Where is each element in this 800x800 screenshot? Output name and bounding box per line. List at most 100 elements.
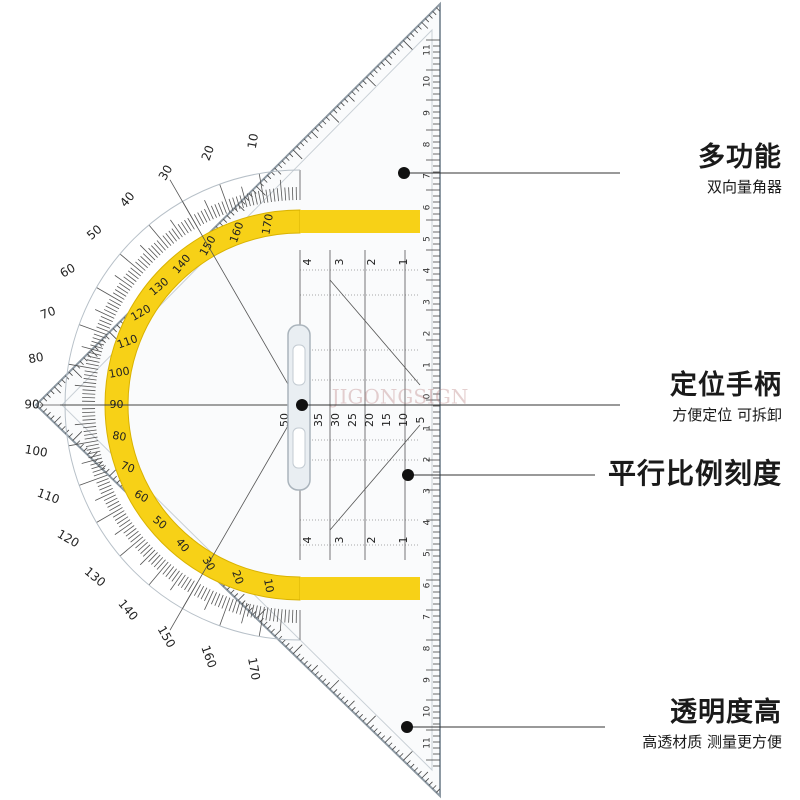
protractor-tick xyxy=(165,566,175,578)
callout-title: 多功能 xyxy=(698,142,782,173)
protractor-tick xyxy=(153,242,164,253)
edge-tick xyxy=(311,665,319,672)
edge-tick xyxy=(414,29,419,34)
edge-tick xyxy=(90,451,98,459)
edge-tick xyxy=(300,142,305,147)
protractor-tick xyxy=(112,510,125,518)
protractor-tick xyxy=(170,572,183,591)
edge-tick xyxy=(230,589,235,594)
outer-angle-label: 150 xyxy=(155,623,179,650)
edge-tick xyxy=(318,124,323,129)
edge-tick xyxy=(303,660,308,665)
ruler-number: 1 xyxy=(423,362,433,368)
ruler-number: 2 xyxy=(423,457,433,463)
protractor-tick xyxy=(148,224,169,249)
edge-tick xyxy=(329,679,340,690)
edge-tick xyxy=(72,368,83,378)
protractor-tick xyxy=(130,533,141,543)
protractor-tick xyxy=(232,599,238,613)
protractor-tick xyxy=(92,337,106,343)
edge-tick xyxy=(105,468,110,473)
edge-tick xyxy=(384,736,392,743)
protractor-tick xyxy=(258,606,265,637)
edge-tick xyxy=(417,770,422,775)
grid-bottom-number: 1 xyxy=(397,537,410,544)
protractor-tick xyxy=(68,363,99,370)
protractor-tick xyxy=(221,201,227,214)
protractor-tick xyxy=(135,261,146,271)
edge-tick xyxy=(406,760,411,765)
protractor-tick xyxy=(125,528,137,537)
edge-tick xyxy=(399,753,404,758)
edge-tick xyxy=(395,47,400,52)
protractor-tick xyxy=(79,324,108,336)
protractor-tick xyxy=(148,247,158,258)
protractor-label: 170 xyxy=(259,213,275,236)
edge-tick xyxy=(362,80,367,85)
protractor-tick xyxy=(95,309,115,319)
protractor-tick xyxy=(217,594,224,608)
edge-tick xyxy=(395,749,400,754)
ruler-number: 6 xyxy=(423,204,433,210)
edge-tick xyxy=(351,91,356,96)
protractor-label: 60 xyxy=(132,487,151,505)
protractor-label: 10 xyxy=(261,578,276,594)
callout-subtitle: 方便定位 可拆卸 xyxy=(672,406,782,424)
protractor-tick xyxy=(97,481,111,488)
edge-tick xyxy=(223,218,228,223)
protractor-tick xyxy=(214,204,221,217)
edge-tick xyxy=(68,371,73,376)
edge-tick xyxy=(406,36,411,41)
edge-tick xyxy=(391,51,397,56)
edge-tick xyxy=(94,346,99,351)
grid-top-number: 1 xyxy=(397,259,410,266)
ruler-number: 4 xyxy=(423,267,433,273)
radial-guide xyxy=(169,404,301,631)
grid-middle-number: 10 xyxy=(397,413,410,427)
protractor-tick xyxy=(103,309,116,316)
edge-tick xyxy=(329,113,340,123)
edge-tick xyxy=(230,211,235,216)
ruler-number: 8 xyxy=(423,645,433,651)
grid-top-number: 4 xyxy=(301,259,314,266)
protractor-tick xyxy=(239,195,244,209)
protractor-tick xyxy=(210,205,217,218)
edge-tick xyxy=(425,18,430,23)
grid-middle-number: 20 xyxy=(363,413,376,427)
protractor-tick xyxy=(107,302,120,310)
edge-tick xyxy=(289,153,294,158)
edge-tick xyxy=(325,116,330,121)
edge-tick xyxy=(83,357,88,362)
edge-tick xyxy=(307,134,312,140)
edge-tick xyxy=(101,465,106,470)
edge-tick xyxy=(65,375,70,380)
callout-transparency: 透明度高 高透材质 测量更方便 xyxy=(642,697,782,753)
edge-tick xyxy=(267,625,272,630)
protractor-tick xyxy=(235,600,241,614)
edge-tick xyxy=(373,728,378,733)
protractor-tick xyxy=(284,609,287,623)
protractor-tick xyxy=(269,189,272,203)
protractor-tick xyxy=(74,384,96,388)
edge-tick xyxy=(76,440,81,445)
protractor-tick xyxy=(119,519,131,528)
protractor-yellow-band xyxy=(104,209,301,601)
edge-tick xyxy=(347,94,355,102)
protractor-tick xyxy=(228,198,234,212)
protractor-tick xyxy=(140,544,151,554)
edge-tick xyxy=(248,607,253,612)
protractor-tick xyxy=(221,596,227,609)
edge-tick xyxy=(421,21,429,29)
edge-tick xyxy=(289,646,294,651)
handle-grip-bottom xyxy=(292,427,306,469)
ruler-number: 10 xyxy=(423,76,433,88)
outer-angle-label: 20 xyxy=(199,143,217,162)
protractor-tick xyxy=(276,608,279,622)
edge-tick xyxy=(333,109,338,114)
protractor-tick xyxy=(84,433,98,436)
grid-middle-number: 30 xyxy=(329,413,342,427)
edge-tick xyxy=(369,72,375,78)
edge-tick xyxy=(296,145,301,150)
grid-middle-number: 25 xyxy=(346,413,359,427)
ruler-number: 5 xyxy=(423,236,433,242)
